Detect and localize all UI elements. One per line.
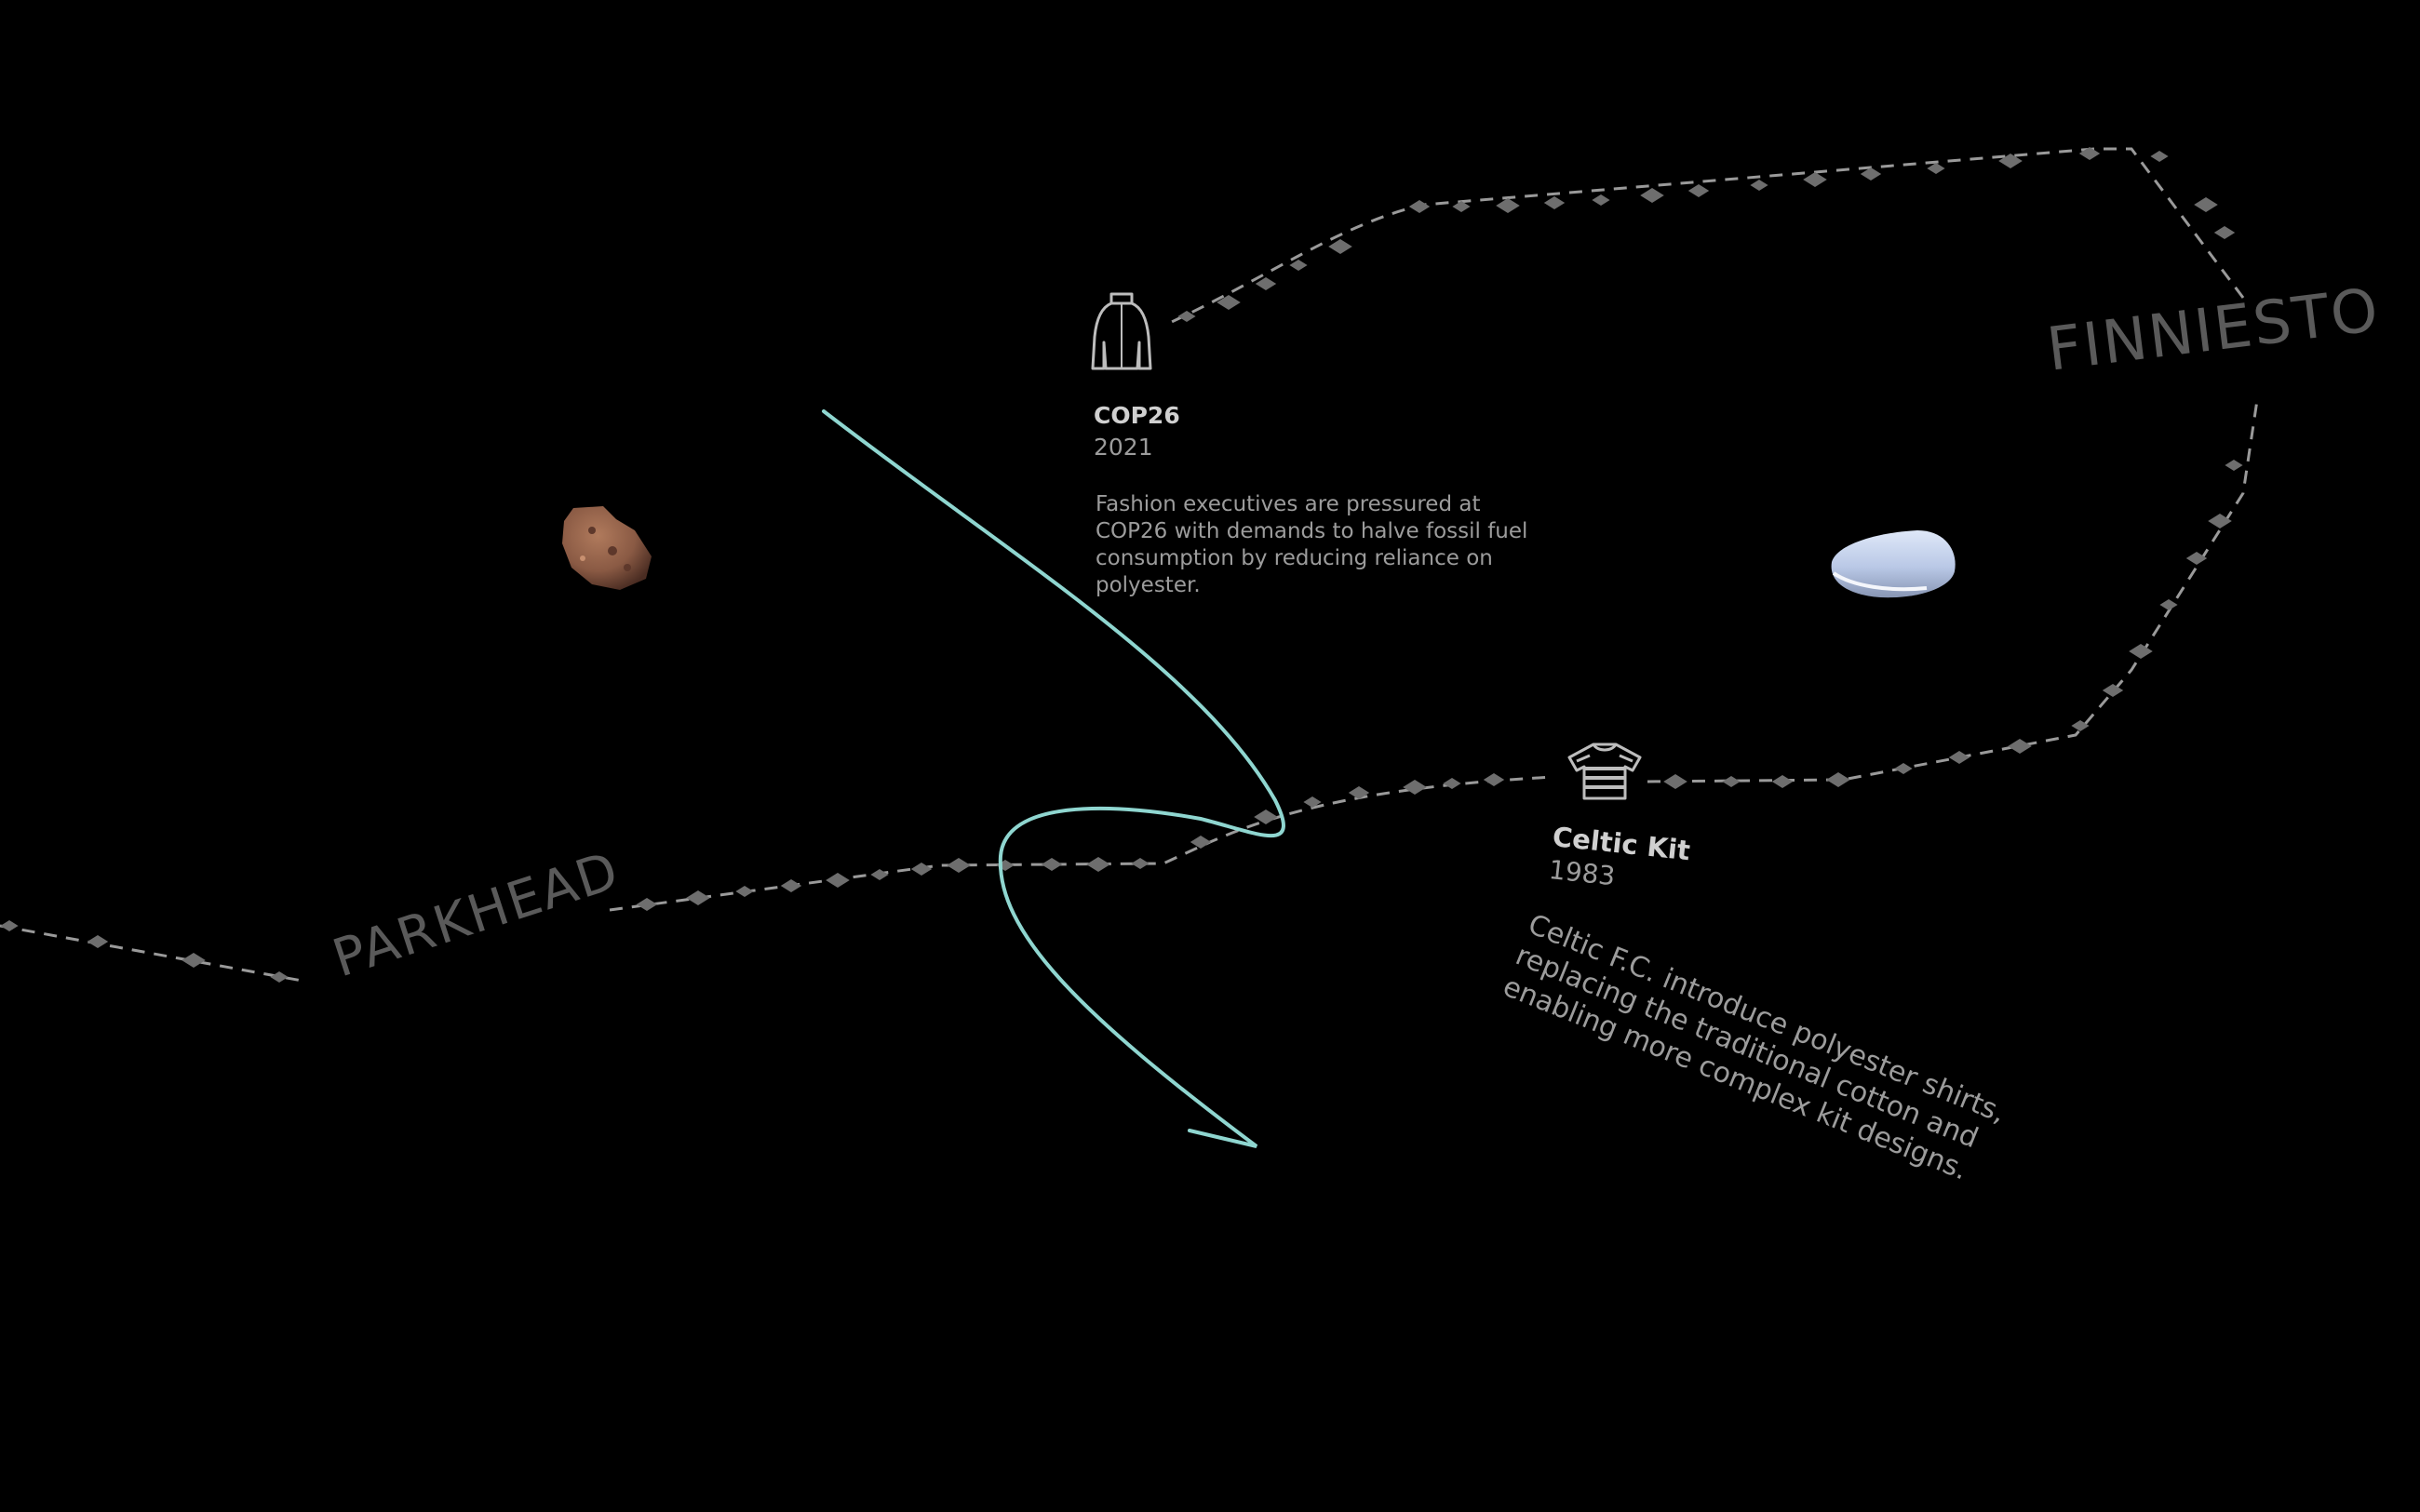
route-marker xyxy=(1722,776,1741,787)
route-marker xyxy=(1663,774,1687,789)
route-marker xyxy=(87,935,109,948)
route-marker xyxy=(1348,786,1370,799)
route-marker xyxy=(2225,460,2243,471)
route-marker xyxy=(1408,200,1431,213)
route-marker xyxy=(1452,201,1471,212)
route-marker xyxy=(826,873,850,888)
route-marker xyxy=(1948,751,1970,764)
route-marker xyxy=(1803,172,1827,187)
event-year: 2021 xyxy=(1094,434,1153,461)
striped-shirt-icon xyxy=(1567,743,1642,800)
route-marker xyxy=(2159,599,2178,610)
route-marker xyxy=(1086,857,1110,872)
route-markers xyxy=(0,147,2243,983)
route-marker xyxy=(1826,772,1850,787)
route-marker xyxy=(1750,180,1768,191)
route-marker xyxy=(1303,796,1322,808)
route-marker xyxy=(1543,196,1566,209)
route-marker xyxy=(182,953,206,968)
route-marker xyxy=(1255,277,1277,290)
route-marker xyxy=(1927,163,1945,174)
route-marker xyxy=(1190,836,1212,849)
route-marker xyxy=(2150,151,2169,162)
event-description: Fashion executives are pressured at COP2… xyxy=(1096,492,1528,597)
route-marker xyxy=(1254,810,1278,824)
route-marker xyxy=(636,898,658,911)
route-marker xyxy=(270,971,289,983)
route-marker xyxy=(1041,858,1063,871)
route-marker xyxy=(1640,188,1664,203)
route-marker xyxy=(1496,198,1520,213)
route-marker xyxy=(1998,154,2023,168)
route-marker xyxy=(1217,295,1241,310)
route-marker xyxy=(780,879,802,892)
brown-rock-image[interactable] xyxy=(555,502,657,594)
route-marker xyxy=(1289,260,1308,271)
route-marker xyxy=(2008,739,2032,754)
route-marker xyxy=(2208,514,2232,529)
route-path xyxy=(0,147,2259,983)
route-marker xyxy=(1177,311,1196,322)
route-marker xyxy=(735,886,754,897)
route-marker xyxy=(996,860,1015,871)
route-marker xyxy=(1403,780,1427,795)
thread-line xyxy=(822,409,1285,1148)
event-title: COP26 xyxy=(1094,402,1180,429)
route-marker xyxy=(2194,197,2218,212)
coat-icon xyxy=(1091,292,1152,370)
route-marker xyxy=(1328,239,1352,254)
route-marker xyxy=(2129,644,2153,659)
route-marker xyxy=(1592,194,1610,206)
route-marker xyxy=(1771,775,1794,788)
route-marker xyxy=(2213,226,2236,239)
route-marker xyxy=(870,869,889,880)
route-marker xyxy=(2185,552,2208,565)
route-marker xyxy=(2071,720,2090,731)
route-marker xyxy=(1894,763,1913,774)
route-marker xyxy=(2102,684,2124,697)
route-marker xyxy=(0,920,19,931)
route-marker xyxy=(686,890,710,905)
route-marker xyxy=(1443,778,1461,789)
route-marker xyxy=(1483,773,1505,786)
route-marker xyxy=(1860,167,1882,181)
route-marker xyxy=(1687,184,1710,197)
route-marker xyxy=(2078,147,2101,160)
route-marker xyxy=(1131,858,1150,869)
blue-stone-image[interactable] xyxy=(1824,527,1960,605)
route-marker xyxy=(947,858,971,873)
route-marker xyxy=(910,863,933,876)
